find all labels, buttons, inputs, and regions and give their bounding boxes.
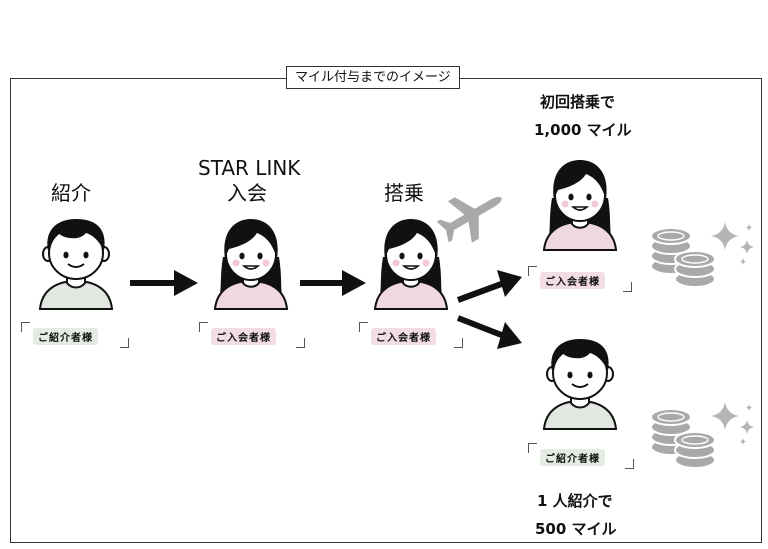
diagram-title: マイル付与までのイメージ [286,66,460,89]
step-label-join-line1: STAR LINK [198,156,301,180]
introducer-reward-line2: 500 マイル [535,520,617,538]
coins-icon [650,227,716,288]
reward-introducer-tag-label: ご紹介者様 [540,449,605,466]
member-reward-person-icon [543,159,617,251]
introducer-person-icon [39,218,113,310]
reward-member-tag: ご入会者様 [528,266,632,292]
sparkle-icon [711,402,754,445]
boarding-member-person-icon [374,218,448,310]
new-member-tag-label: ご入会者様 [211,328,276,345]
introducer-reward-line1: 1 人紹介で [537,492,613,510]
new-member-person-icon [214,218,288,310]
member-reward-line2: 1,000 マイル [534,121,632,139]
arrow-down-right-icon [456,315,522,349]
arrow-up-right-icon [456,270,522,303]
step-label-join-line2: 入会 [227,181,267,205]
step-label-board: 搭乗 [384,181,424,205]
arrow-right-icon [300,270,366,296]
member-reward-line1: 初回搭乗で [540,93,616,111]
step-label-introduce: 紹介 [51,181,91,205]
coins-icon [650,408,716,469]
arrow-right-icon [130,270,198,296]
reward-introducer-tag: ご紹介者様 [528,443,634,469]
airplane-icon [436,196,502,243]
boarding-member-tag: ご入会者様 [359,322,463,348]
reward-member-tag-label: ご入会者様 [540,272,605,289]
introducer-tag: ご紹介者様 [21,322,129,348]
new-member-tag: ご入会者様 [199,322,305,348]
introducer-reward-person-icon [543,338,617,430]
introducer-tag-label: ご紹介者様 [33,328,98,345]
sparkle-icon [711,222,754,265]
boarding-member-tag-label: ご入会者様 [371,328,436,345]
